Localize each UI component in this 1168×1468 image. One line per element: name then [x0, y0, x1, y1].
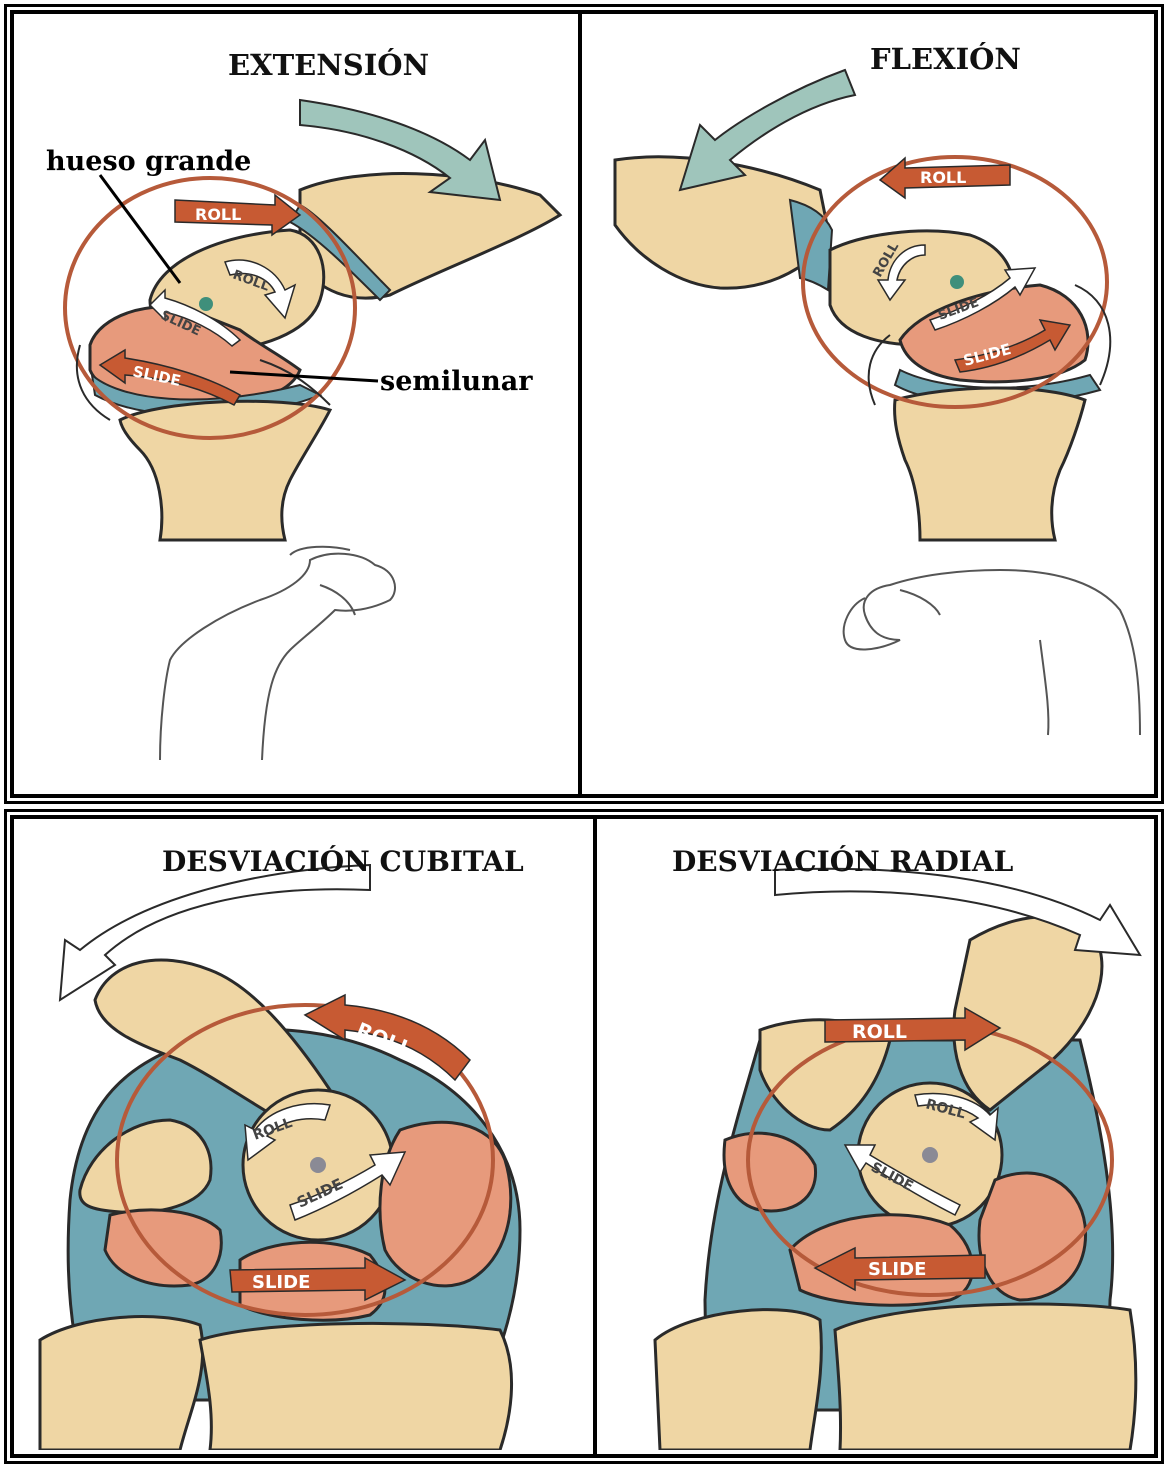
radius-bone: [895, 388, 1085, 540]
slide-outer-label: SLIDE: [868, 1259, 926, 1280]
ulna-bone: [835, 1304, 1136, 1450]
radial-deviation-scene: ROLL ROLL SLIDE SLIDE: [655, 869, 1140, 1450]
flexion-hand-sketch: [844, 570, 1140, 735]
radius-bone: [655, 1310, 821, 1450]
ulna-bone: [200, 1323, 512, 1450]
capitate-axis-dot: [199, 297, 213, 311]
flexion-scene: ROLL ROLL SLIDE SLIDE: [615, 70, 1140, 735]
roll-outer-label: ROLL: [195, 205, 241, 224]
capitate-label: hueso grande: [46, 146, 251, 177]
ulnar-deviation-scene: ROLL ROLL SLIDE SLIDE: [40, 865, 520, 1450]
capitate-pointer: [100, 175, 180, 283]
roll-outer-label: ROLL: [852, 1021, 907, 1043]
triquetrum-bone: [979, 1173, 1085, 1300]
radial-deviation-title: DESVIACIÓN RADIAL: [672, 845, 1013, 878]
ulnar-deviation-title: DESVIACIÓN CUBITAL: [162, 845, 524, 878]
extension-scene: ROLL ROLL SLIDE SLIDE: [65, 100, 560, 760]
slide-outer-label: SLIDE: [252, 1272, 310, 1293]
radius-bone: [40, 1317, 203, 1450]
radial-motion-arrow: [775, 869, 1140, 955]
lunate-label: semilunar: [380, 366, 532, 397]
roll-outer-label: ROLL: [920, 168, 966, 187]
radius-bone: [120, 401, 330, 540]
capitate-axis-dot: [922, 1147, 938, 1163]
flexion-title: FLEXIÓN: [870, 42, 1021, 76]
capitate-axis-dot: [310, 1157, 326, 1173]
extension-title: EXTENSIÓN: [228, 48, 429, 82]
extension-hand-sketch: [160, 547, 395, 760]
capitate-axis-dot: [950, 275, 964, 289]
